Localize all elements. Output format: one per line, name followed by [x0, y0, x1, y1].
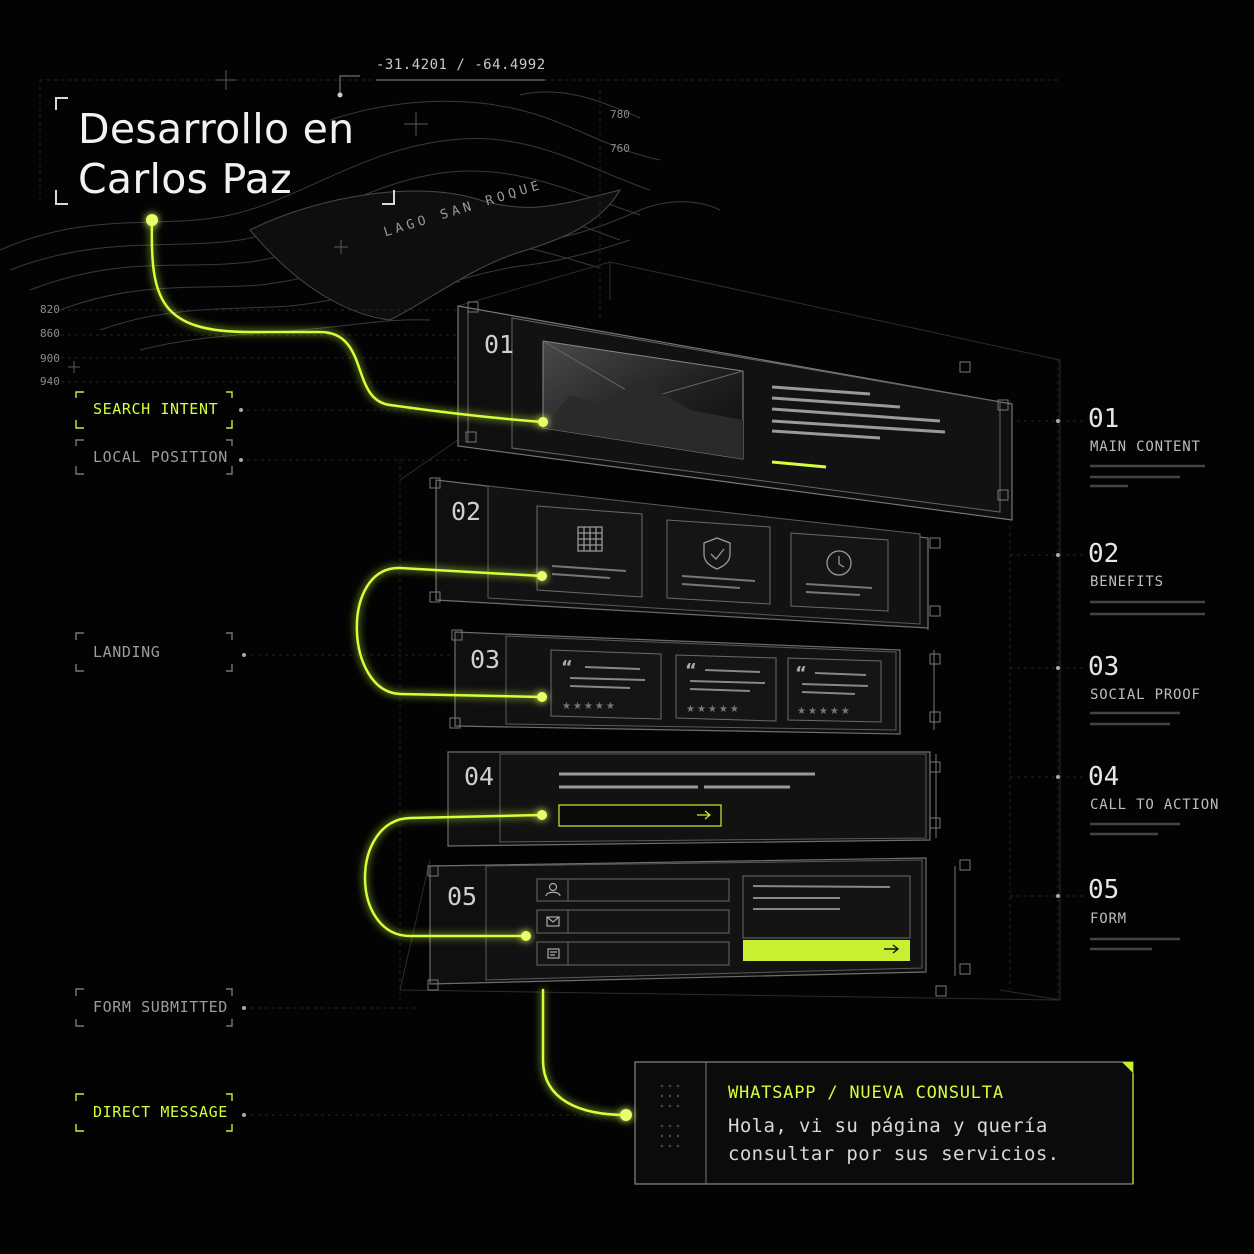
- section-label-benefits: BENEFITS: [1090, 574, 1164, 590]
- section-dashes: [1090, 464, 1205, 951]
- message-body: Hola, vi su página y quería consultar po…: [728, 1115, 1060, 1165]
- section-label-call-to-action: CALL TO ACTION: [1090, 797, 1220, 813]
- journey-path: [150, 218, 628, 1117]
- coordinates-readout: -31.4201 / -64.4992: [376, 57, 546, 73]
- contour-label-900: 900: [40, 352, 60, 365]
- tier-03-social-proof: “ “ “: [454, 631, 901, 735]
- tier-01-main-content: [457, 305, 1013, 521]
- tier-04-call-to-action: [447, 751, 931, 847]
- contour-label-860: 860: [40, 327, 60, 340]
- coordinate-dot: [337, 92, 343, 98]
- section-number-03: 03: [1088, 652, 1120, 682]
- form-submit-bar: [743, 940, 910, 961]
- contour-label-820: 820: [40, 303, 60, 316]
- tag-direct-message: DIRECT MESSAGE: [93, 1103, 228, 1121]
- cta-button-outline: [558, 804, 722, 827]
- contour-label-760: 760: [610, 142, 630, 155]
- svg-text:“: “: [561, 657, 573, 678]
- right-bus-dots: [1056, 419, 1060, 898]
- tier-number-03: 03: [470, 645, 501, 674]
- svg-text:“: “: [795, 663, 807, 684]
- section-label-social-proof: SOCIAL PROOF: [1090, 687, 1201, 703]
- svg-text:“: “: [685, 660, 697, 681]
- journey-nodes: [146, 214, 632, 1121]
- page-title: Desarrollo en Carlos Paz: [78, 104, 354, 204]
- tag-brackets: [75, 391, 233, 1132]
- review-stars-2: ★★★★★: [686, 704, 741, 715]
- grid-lines: [39, 79, 1085, 1116]
- section-number-01: 01: [1088, 404, 1120, 434]
- section-number-05: 05: [1088, 875, 1120, 905]
- crosshair-marks: [68, 70, 428, 373]
- tag-form-submitted: FORM SUBMITTED: [93, 998, 228, 1016]
- tag-landing: LANDING: [93, 643, 161, 661]
- section-number-04: 04: [1088, 762, 1120, 792]
- contour-label-940: 940: [40, 375, 60, 388]
- lake-shape: [249, 189, 622, 321]
- tier-number-04: 04: [464, 762, 495, 791]
- review-stars-3: ★★★★★: [797, 706, 852, 717]
- section-label-form: FORM: [1090, 911, 1127, 927]
- coordinate-pointer: [339, 75, 545, 95]
- tag-local-position: LOCAL POSITION: [93, 448, 228, 466]
- tier-number-01: 01: [484, 330, 515, 359]
- title-frame: [55, 97, 395, 205]
- tier-number-05: 05: [447, 882, 478, 911]
- whatsapp-card: [634, 1061, 1134, 1185]
- tag-connector-dots: [239, 408, 246, 1117]
- section-label-main-content: MAIN CONTENT: [1090, 439, 1201, 455]
- rack-brackets: [427, 301, 1009, 997]
- tier-02-benefits: [435, 479, 929, 629]
- tag-search-intent: SEARCH INTENT: [93, 400, 219, 418]
- message-header: WHATSAPP / NUEVA CONSULTA: [728, 1083, 1004, 1103]
- contour-label-780: 780: [610, 108, 630, 121]
- section-number-02: 02: [1088, 539, 1120, 569]
- review-stars-1: ★★★★★: [562, 701, 617, 712]
- title-line-2: Carlos Paz: [78, 155, 293, 203]
- tier-number-02: 02: [451, 497, 482, 526]
- mountain-silhouette: [543, 380, 743, 459]
- tier-05-form: [429, 857, 927, 985]
- title-line-1: Desarrollo en: [78, 105, 355, 153]
- perspective-frame: [399, 261, 1061, 1001]
